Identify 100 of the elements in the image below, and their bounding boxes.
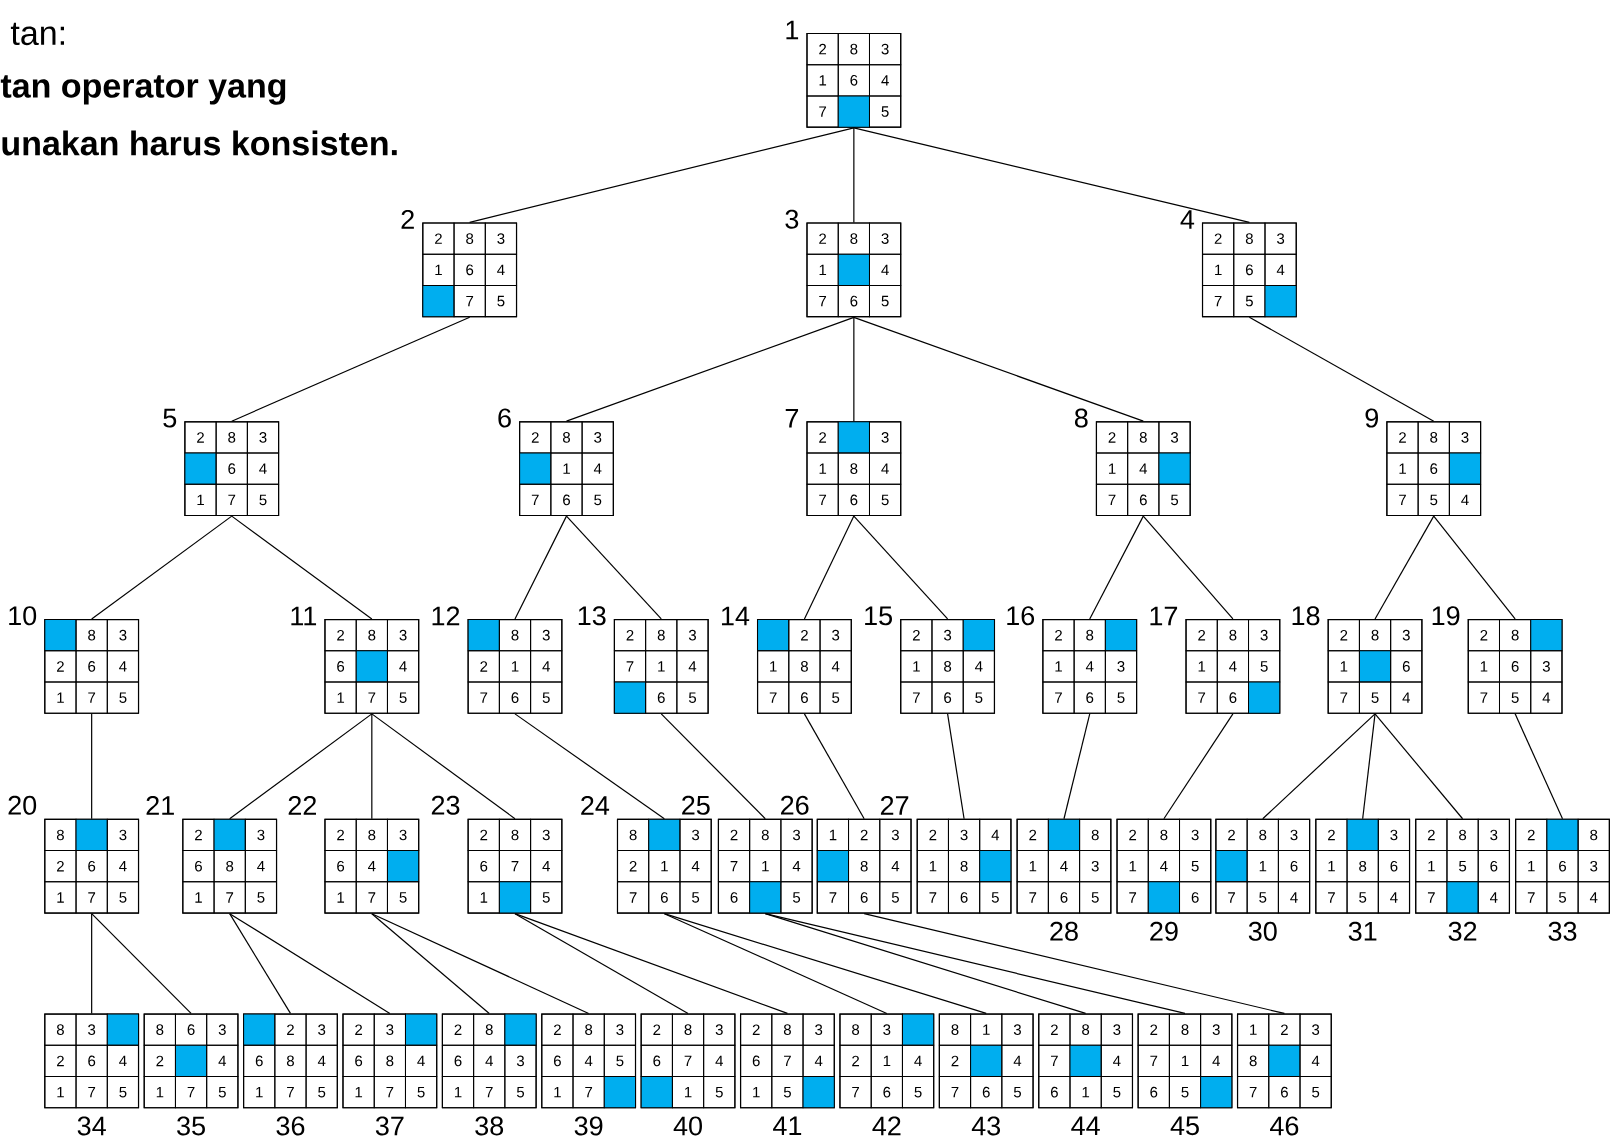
tile: 1 [1042,650,1075,683]
state-number: 16 [1007,606,1035,626]
tree-edge [514,515,568,620]
tile: 7 [900,681,933,714]
state-number: 33 [1548,921,1577,941]
tile: 3 [703,1013,736,1046]
tile: 2 [1042,619,1075,652]
tile: 8 [839,1013,872,1046]
state-number: 28 [1050,921,1078,941]
tree-edge [231,316,471,422]
tree-edge [229,913,292,1015]
tile: 2 [613,619,647,652]
tile: 3 [305,1013,338,1046]
tile: 8 [274,1044,307,1077]
tile: 8 [44,1013,77,1046]
tile: 3 [530,619,563,652]
state-number: 14 [722,606,750,626]
blank-tile [962,619,995,652]
state-number: 35 [177,1116,205,1136]
tree-edge [371,713,516,820]
tile: 7 [839,1076,872,1109]
tree-edge [1063,713,1091,820]
tile: 8 [572,1013,605,1046]
note-text: tan: [10,22,64,46]
blank-tile [1248,681,1281,714]
tree-edge [1362,713,1376,820]
tile: 2 [1467,619,1500,652]
state-number: 39 [574,1116,603,1136]
tile: 4 [106,1044,140,1077]
state-number: 19 [1432,606,1460,626]
tile: 2 [900,619,933,652]
tile: 5 [962,681,995,714]
state-number: 3 [785,209,799,229]
tree-edge [853,127,855,223]
tile: 5 [504,1076,537,1109]
tile: 6 [1233,253,1266,286]
tile: 6 [931,681,964,714]
tile: 2 [441,1013,475,1046]
tile: 7 [467,681,500,714]
tile: 1 [342,1076,375,1109]
tree-edge [853,127,1250,223]
tree-edge [853,316,1144,422]
tile: 7 [1467,681,1500,714]
state-number: 10 [9,606,37,626]
tile: 6 [75,650,108,683]
tile: 4 [305,1044,338,1077]
note-text: unakan harus konsisten. [2,130,397,156]
tile: 1 [900,650,933,683]
blank-tile [1200,1076,1233,1109]
tree-edge [514,913,689,1015]
tile: 7 [1202,285,1235,318]
state-number: 13 [578,606,606,626]
state-number: 30 [1248,921,1277,941]
tile: 4 [530,650,563,683]
tile: 7 [1042,681,1075,714]
tree-edge [1374,515,1435,620]
tile: 7 [75,681,108,714]
blank-tile [422,285,455,318]
state-number: 37 [375,1116,404,1136]
tile: 6 [441,1044,475,1077]
tree-edge [853,316,855,422]
tile: 5 [106,1076,140,1109]
tree-edge [1163,713,1234,820]
blank-tile [757,619,790,652]
tree-edge [371,713,373,820]
tree-edge [91,713,93,820]
tile: 5 [703,1076,736,1109]
state-number: 2 [401,209,414,229]
tile: 5 [404,1076,438,1109]
tree-edge [1142,515,1234,620]
tree-edge [803,713,865,820]
tile: 4 [572,1044,605,1077]
tile: 3 [484,222,518,255]
tile: 7 [1137,1044,1170,1077]
state-number: 17 [1150,606,1178,626]
state-number: 8 [1074,408,1088,428]
tile: 1 [1202,253,1235,286]
tree-edge [229,713,373,820]
tile: 4 [901,1044,935,1077]
tile: 4 [1073,650,1106,683]
tree-edge [514,913,789,1015]
state-number: 9 [1365,408,1378,428]
tile: 1 [44,1076,77,1109]
tile: 3 [1200,1013,1233,1046]
tile: 6 [1137,1076,1170,1109]
state-number: 31 [1348,921,1377,941]
state-number: 34 [77,1116,106,1136]
blank-tile [44,619,77,652]
state-number: 5 [163,408,177,428]
tile: 4 [404,1044,438,1077]
tree-edge [565,515,662,620]
blank-tile [640,1076,673,1109]
tile: 4 [1530,681,1563,714]
blank-tile [106,1013,140,1046]
tile: 8 [498,619,532,652]
tile: 6 [498,681,532,714]
tree-edge [371,913,490,1015]
tile: 3 [603,1013,636,1046]
tile: 1 [740,1076,773,1109]
tile: 2 [541,1013,574,1046]
